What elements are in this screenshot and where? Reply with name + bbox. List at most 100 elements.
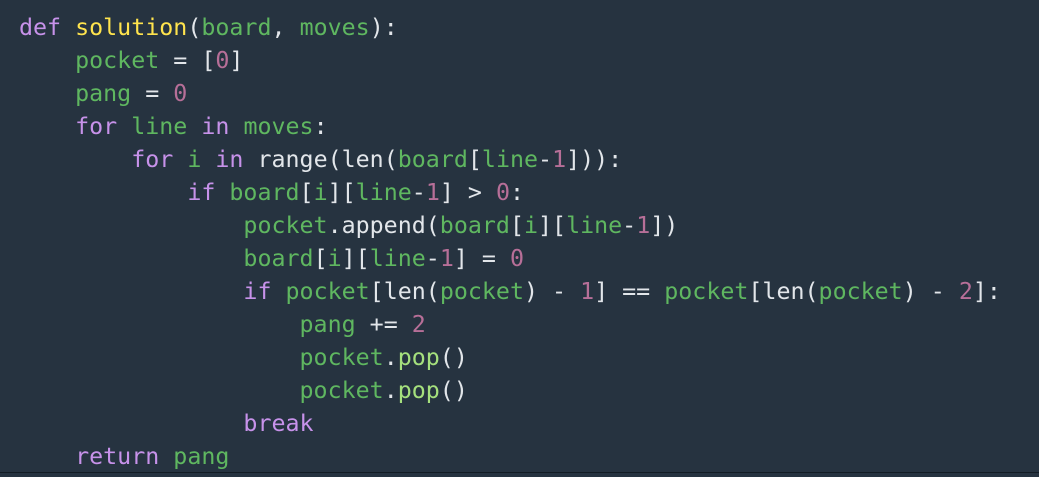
code-token-keyword: for	[131, 146, 174, 173]
code-indent	[19, 212, 243, 239]
code-token-variable: i	[313, 179, 328, 206]
code-token-plain: ][	[341, 245, 370, 272]
code-token-method: pop	[397, 344, 440, 371]
code-line: for i in range(len(board[line-1])):	[19, 143, 1039, 176]
code-token-number: 1	[552, 146, 567, 173]
code-token-plain: :	[313, 113, 328, 140]
code-token-plain: ()	[439, 377, 468, 404]
code-indent	[19, 179, 187, 206]
code-indent	[19, 245, 243, 272]
code-token-number: 2	[411, 311, 426, 338]
code-token-variable: board	[229, 179, 300, 206]
code-token-plain: -	[622, 212, 637, 239]
code-line: pang = 0	[19, 77, 1039, 110]
code-token-plain: ):	[369, 14, 398, 41]
code-token-plain: ) -	[523, 278, 581, 305]
code-token-number: 2	[958, 278, 973, 305]
code-token-variable: i	[327, 245, 342, 272]
code-token-plain: -	[425, 245, 440, 272]
code-indent	[19, 80, 75, 107]
code-token-number: 0	[173, 80, 188, 107]
code-token-plain: ]	[229, 47, 244, 74]
code-token-number: 1	[439, 245, 454, 272]
code-indent	[19, 443, 75, 470]
code-token-plain: [	[313, 245, 328, 272]
code-token-number: 0	[509, 245, 524, 272]
code-indent	[19, 47, 75, 74]
code-token-variable: pocket	[664, 278, 749, 305]
code-token-plain: ])):	[566, 146, 623, 173]
code-token-keyword: in	[215, 146, 244, 173]
code-token-keyword: def	[19, 14, 62, 41]
code-token-variable: line	[131, 113, 188, 140]
code-token-variable: moves	[299, 14, 370, 41]
code-line: def solution(board, moves):	[19, 11, 1039, 44]
code-token-plain: (	[187, 14, 202, 41]
code-token-keyword: for	[75, 113, 118, 140]
code-token-plain: range(len(	[243, 146, 398, 173]
code-token-function: solution	[75, 14, 188, 41]
code-token-variable: pocket	[285, 278, 370, 305]
code-token-variable: board	[439, 212, 510, 239]
code-token-variable: pocket	[243, 212, 328, 239]
code-token-variable: pocket	[299, 377, 384, 404]
code-token-plain: ])	[650, 212, 679, 239]
code-token-plain: ] >	[439, 179, 496, 206]
code-token-plain: ) -	[902, 278, 959, 305]
code-token-plain: ][	[538, 212, 567, 239]
code-token-plain: = [	[159, 47, 216, 74]
code-line: if pocket[len(pocket) - 1] == pocket[len…	[19, 275, 1039, 308]
code-token-plain: +=	[355, 311, 412, 338]
code-token-number: 0	[495, 179, 510, 206]
code-token-number: 1	[580, 278, 595, 305]
code-token-plain: -	[538, 146, 553, 173]
bottom-divider	[0, 472, 1039, 473]
code-token-plain: ] =	[453, 245, 510, 272]
code-indent	[19, 113, 75, 140]
code-token-keyword: if	[243, 278, 272, 305]
code-token-plain	[173, 146, 187, 173]
code-indent	[19, 344, 300, 371]
code-line: break	[19, 407, 1039, 440]
code-line: for line in moves:	[19, 110, 1039, 143]
code-token-plain: ]:	[972, 278, 1001, 305]
code-token-variable: line	[566, 212, 623, 239]
code-token-number: 1	[425, 179, 440, 206]
code-token-plain	[187, 113, 201, 140]
code-token-plain	[61, 14, 75, 41]
code-line: pocket = [0]	[19, 44, 1039, 77]
code-token-keyword: in	[201, 113, 230, 140]
code-line: pocket.pop()	[19, 341, 1039, 374]
code-token-plain: [len(	[369, 278, 440, 305]
code-token-variable: pocket	[818, 278, 903, 305]
code-line: return pang	[19, 440, 1039, 473]
code-token-plain: .append(	[327, 212, 440, 239]
code-line: if board[i][line-1] > 0:	[19, 176, 1039, 209]
code-token-plain: .	[383, 344, 398, 371]
code-token-number: 1	[636, 212, 651, 239]
code-token-plain: =	[131, 80, 174, 107]
code-line: pocket.append(board[i][line-1])	[19, 209, 1039, 242]
code-token-plain: [	[467, 146, 482, 173]
code-token-variable: moves	[243, 113, 314, 140]
code-token-variable: pocket	[75, 47, 160, 74]
code-token-number: 0	[215, 47, 230, 74]
code-token-plain: [len(	[748, 278, 819, 305]
code-token-plain: ][	[327, 179, 356, 206]
code-token-plain	[215, 179, 229, 206]
code-token-keyword: if	[187, 179, 216, 206]
code-token-variable: board	[201, 14, 272, 41]
code-token-plain	[229, 113, 243, 140]
code-indent	[19, 146, 131, 173]
code-token-plain: ] ==	[594, 278, 665, 305]
code-token-plain	[159, 443, 173, 470]
code-block[interactable]: def solution(board, moves): pocket = [0]…	[0, 11, 1039, 473]
code-token-variable: pang	[173, 443, 230, 470]
code-token-plain	[201, 146, 215, 173]
code-token-plain: [	[299, 179, 314, 206]
code-token-variable: i	[523, 212, 538, 239]
code-token-plain: [	[509, 212, 524, 239]
code-indent	[19, 311, 300, 338]
code-indent	[19, 410, 243, 437]
